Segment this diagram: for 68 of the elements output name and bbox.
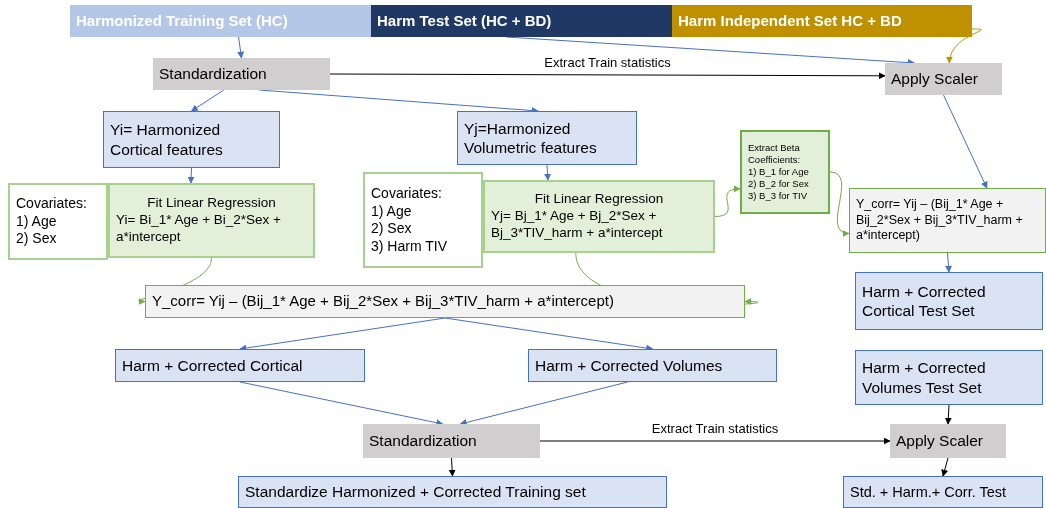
arrow <box>544 164 552 181</box>
process-box <box>108 183 315 258</box>
process-box <box>843 476 1043 508</box>
box-text: 3) B_3 for TIV <box>748 189 808 202</box>
arrow <box>945 252 952 273</box>
process-box <box>115 349 365 382</box>
formula-box <box>849 188 1046 253</box>
arrow <box>190 89 225 112</box>
arrow <box>943 94 988 189</box>
process-box <box>238 476 667 508</box>
process-box <box>740 130 830 214</box>
arrow <box>237 36 245 59</box>
process-box <box>528 349 777 382</box>
box-text: Y_corr= Yij – (Bij_1* Age + Bij_2*Sex + Bij_3*TIV_harm + a*intercept) <box>856 197 1024 244</box>
process-box <box>855 350 1043 405</box>
box-text: Extract Beta Coefficients: <box>748 142 802 167</box>
box-text: Harm Test Set (HC + BD) <box>377 11 553 31</box>
box-text: Apply Scaler <box>896 431 984 451</box>
box-text: Apply Scaler <box>891 69 979 89</box>
box-text: Harm + Corrected Volumes <box>535 355 724 376</box>
box-heading: Fit Linear Regression <box>146 195 277 213</box>
covariate-box <box>363 172 483 268</box>
arrow <box>941 457 949 477</box>
box-text: Yj=Harmonized Volumetric features <box>464 118 598 158</box>
box-text: Harm + Corrected Cortical <box>122 355 304 376</box>
arrow <box>714 185 741 217</box>
header-bar <box>371 5 672 37</box>
box-text: 3) Harm TIV <box>371 237 448 255</box>
arrow <box>829 171 850 236</box>
process-box <box>363 424 540 458</box>
header-bar <box>672 5 972 37</box>
box-text: 2) B_2 for Sex <box>748 177 810 190</box>
box-text: Std. + Harm.+ Corr. Test <box>850 482 1008 502</box>
box-text: Harm + Corrected Cortical Test Set <box>862 281 987 321</box>
process-box <box>103 111 280 168</box>
box-text: Yi= Harmonized Cortical features <box>110 120 224 159</box>
arrow <box>329 72 886 80</box>
process-box <box>153 58 330 90</box>
box-text: 2) Sex <box>371 220 413 238</box>
box-text: Standardization <box>159 64 268 84</box>
box-heading: Fit Linear Regression <box>533 191 665 209</box>
process-box <box>885 63 1002 95</box>
formula-box <box>145 285 745 318</box>
box-text: Yj= Bj_1* Age + Bj_2*Sex + Bj_3*TIV_harm + a*intercept <box>491 208 664 242</box>
box-text: Covariates: <box>16 195 88 213</box>
process-box <box>890 424 1006 458</box>
box-text: Covariates: <box>371 185 443 203</box>
box-text: Standardization <box>369 431 478 451</box>
box-text: 1) Age <box>371 202 413 220</box>
arrow <box>187 167 195 184</box>
box-text: Y_corr= Yij – (Bij_1* Age + Bij_2*Sex + Bij_3*TIV_harm + a*intercept) <box>152 292 615 311</box>
arrow <box>539 437 891 445</box>
box-text: 1) Age <box>16 212 58 231</box>
arrow <box>448 457 456 477</box>
arrow <box>946 28 982 64</box>
covariate-box <box>8 183 108 260</box>
box-text: Harm + Corrected Volumes Test Set <box>862 358 987 397</box>
header-bar <box>70 5 371 37</box>
box-text: Standardize Harmonized + Corrected Training set <box>245 482 587 502</box>
box-text: 2) Sex <box>16 230 58 248</box>
box-text: Harmonized Training Set (HC) <box>76 11 289 31</box>
box-text: Yi= Bi_1* Age + Bi_2*Sex + a*intercept <box>116 212 282 246</box>
process-box <box>457 111 637 165</box>
process-box <box>855 272 1043 330</box>
box-text: 1) B_1 for Age <box>748 166 810 178</box>
box-text: Harm Independent Set HC + BD <box>678 11 903 31</box>
arrow <box>944 404 952 425</box>
process-box <box>483 180 715 253</box>
